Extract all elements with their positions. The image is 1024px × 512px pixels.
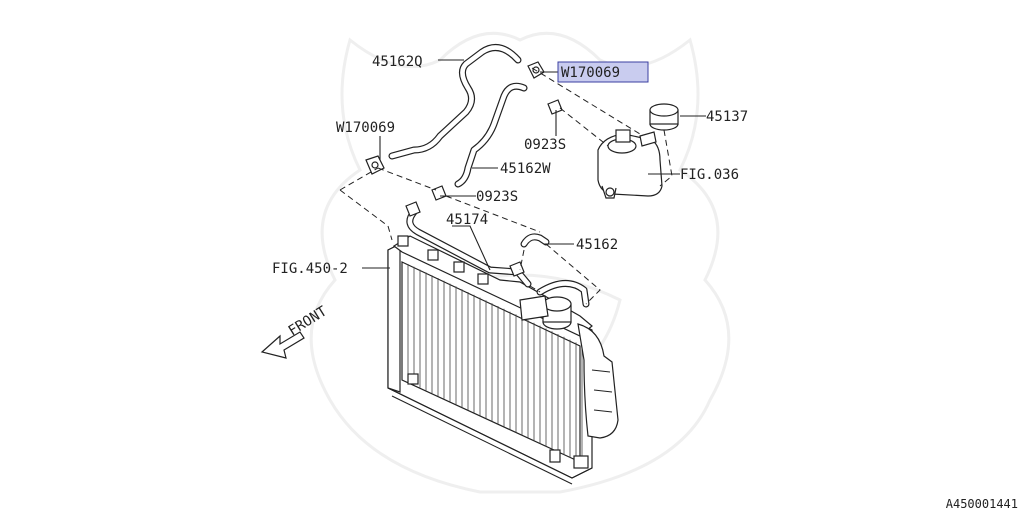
- radiator-cap[interactable]: [519, 295, 572, 330]
- front-indicator: FRONT: [260, 303, 331, 359]
- leader-lines: [362, 59, 706, 271]
- diagram-code: A450001441: [946, 497, 1018, 511]
- reservoir-tank[interactable]: [597, 129, 663, 199]
- label-45137[interactable]: 45137: [706, 109, 748, 125]
- assembly-lines: [339, 67, 673, 305]
- label-w170069-left[interactable]: W170069: [336, 120, 395, 136]
- label-fig-450-2[interactable]: FIG.450-2: [272, 261, 348, 277]
- label-45162q[interactable]: 45162Q: [372, 54, 423, 70]
- label-fig-036[interactable]: FIG.036: [680, 167, 739, 183]
- front-arrow-icon: [260, 331, 305, 359]
- label-w170069-highlight[interactable]: W170069: [557, 61, 649, 83]
- hose-45162w[interactable]: [454, 82, 528, 188]
- label-0923s-lower[interactable]: 0923S: [476, 189, 518, 205]
- clip-0923s-lower[interactable]: [431, 185, 447, 201]
- front-label: FRONT: [286, 303, 331, 339]
- radiator[interactable]: [387, 235, 593, 485]
- clip-0923s-upper[interactable]: [547, 99, 563, 115]
- radiator-fins: [407, 264, 583, 464]
- radiator-side-tank[interactable]: [577, 323, 619, 439]
- clip-small[interactable]: [405, 201, 525, 277]
- label-45162[interactable]: 45162: [576, 237, 618, 253]
- label-45162w[interactable]: 45162W: [500, 161, 551, 177]
- label-0923s-upper[interactable]: 0923S: [524, 137, 566, 153]
- clamp-w170069-left[interactable]: [365, 155, 385, 175]
- hose-45162[interactable]: [520, 233, 590, 308]
- cap-45137[interactable]: [649, 103, 679, 131]
- hose-45162q[interactable]: [388, 44, 522, 160]
- label-w170069-highlight-text: W170069: [561, 65, 620, 81]
- label-45174[interactable]: 45174: [446, 212, 488, 228]
